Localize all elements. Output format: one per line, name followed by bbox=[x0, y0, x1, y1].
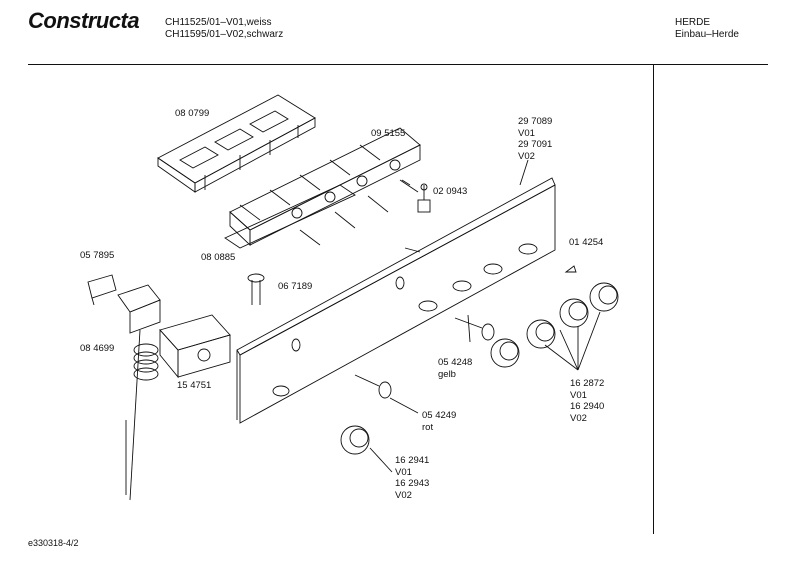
part-lamp-054249 bbox=[354, 374, 392, 399]
part-thermostat-084699 bbox=[117, 284, 161, 501]
header-divider bbox=[28, 64, 768, 65]
category-line-2: Einbau–Herde bbox=[675, 29, 739, 40]
side-column-divider bbox=[653, 64, 654, 534]
part-plate-080885 bbox=[224, 184, 356, 249]
model-line-2: CH11595/01–V02,schwarz bbox=[165, 29, 284, 40]
category-info: HERDE Einbau–Herde bbox=[675, 17, 739, 41]
label-080799: 08 0799 bbox=[175, 108, 210, 119]
model-info: CH11525/01–V01,weiss CH11595/01–V02,schw… bbox=[165, 17, 283, 41]
label-095155: 09 5155 bbox=[371, 128, 406, 139]
part-frame-080799 bbox=[157, 94, 316, 193]
model-line-1: CH11525/01–V01,weiss bbox=[165, 17, 272, 28]
label-080885: 08 0885 bbox=[201, 252, 236, 263]
drawing-code: e330318-4/2 bbox=[28, 538, 79, 548]
label-057895: 05 7895 bbox=[80, 250, 115, 261]
part-selector-154751 bbox=[159, 314, 231, 379]
part-knob-162941 bbox=[340, 425, 393, 473]
label-084699: 08 4699 bbox=[80, 343, 115, 354]
label-154751: 15 4751 bbox=[177, 380, 212, 391]
part-knobs-162872 bbox=[490, 282, 619, 371]
part-pin-020943 bbox=[417, 183, 431, 213]
label-067189: 06 7189 bbox=[278, 281, 313, 292]
part-bracket-057895 bbox=[87, 274, 117, 306]
label-020943: 02 0943 bbox=[433, 186, 468, 197]
part-switch-block-095155 bbox=[229, 127, 421, 247]
part-lamp-054248 bbox=[454, 317, 495, 341]
category-line-1: HERDE bbox=[675, 17, 711, 28]
brand-logo: Constructa bbox=[28, 8, 140, 33]
leader-lines bbox=[389, 159, 529, 414]
label-014254: 01 4254 bbox=[569, 237, 604, 248]
part-panel-297089 bbox=[236, 177, 556, 424]
part-screw-067189 bbox=[247, 273, 265, 305]
part-clip-014254 bbox=[564, 265, 577, 273]
